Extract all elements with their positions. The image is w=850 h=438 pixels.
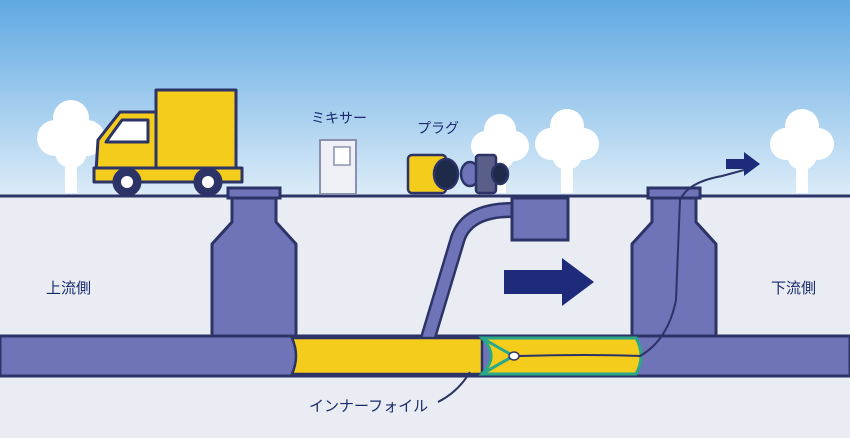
flow-arrow-icon bbox=[726, 152, 760, 176]
tree-icon bbox=[37, 100, 105, 193]
mixer-icon bbox=[319, 139, 357, 195]
pull-rope bbox=[518, 169, 745, 358]
tree-icon bbox=[770, 109, 834, 193]
truck-icon bbox=[92, 88, 244, 197]
manhole-upstream-cap bbox=[226, 186, 282, 200]
feed-unit bbox=[510, 196, 570, 242]
foil-leader bbox=[437, 371, 471, 403]
mixer-label: ミキサー bbox=[311, 111, 367, 127]
upstream-label: 上流側 bbox=[46, 279, 92, 297]
plug-icon bbox=[406, 153, 510, 195]
downstream-label: 下流側 bbox=[771, 279, 817, 297]
manhole-downstream-cap bbox=[646, 186, 702, 200]
flow-arrow-icon bbox=[504, 258, 594, 306]
plug-label: プラグ bbox=[417, 121, 459, 137]
liner-filled bbox=[290, 336, 484, 376]
inner-foil-label: インナーフォイル bbox=[309, 397, 429, 415]
tree-icon bbox=[535, 109, 599, 193]
